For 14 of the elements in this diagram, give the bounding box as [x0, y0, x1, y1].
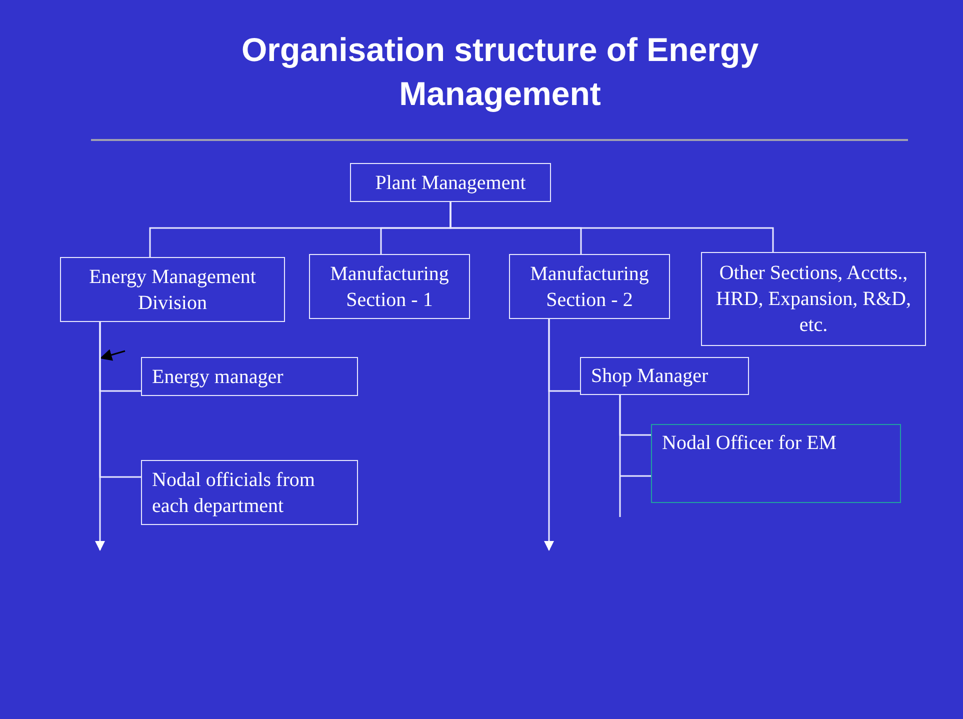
- org-box: Energy manager: [141, 357, 358, 396]
- org-box: Nodal Officer for EM: [651, 424, 901, 503]
- org-box: Shop Manager: [580, 357, 749, 395]
- org-box: Manufacturing Section - 2: [509, 254, 670, 319]
- org-box: Manufacturing Section - 1: [309, 254, 470, 319]
- org-box: Energy Management Division: [60, 257, 285, 322]
- org-box: Other Sections, Acctts., HRD, Expansion, R&D, etc.: [701, 252, 926, 346]
- connector-line: [450, 202, 774, 252]
- org-box: Nodal officials from each department: [141, 460, 358, 525]
- arrow: [544, 319, 554, 551]
- org-box: Plant Management: [350, 163, 551, 202]
- slide-title: Organisation structure of Energy Management: [240, 30, 760, 114]
- connector-line: [619, 394, 652, 518]
- arrow: [95, 322, 105, 551]
